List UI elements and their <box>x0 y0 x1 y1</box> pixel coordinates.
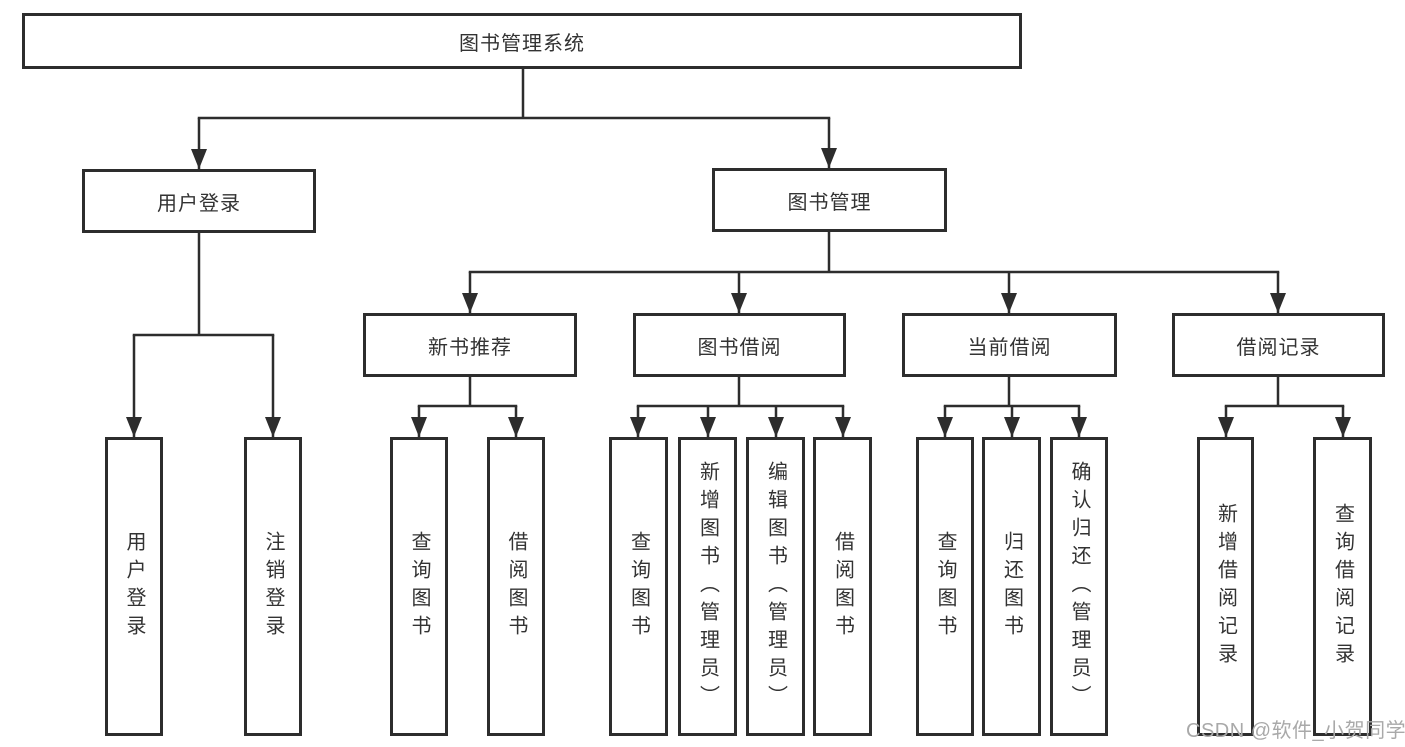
leaf-label: 查询图书 <box>627 530 650 643</box>
leaf-label: 借阅图书 <box>505 530 527 643</box>
node-new-book-recommend: 新书推荐 <box>363 313 577 377</box>
leaf-label: 新增图书（管理员） <box>696 460 719 713</box>
leaf-label: 编辑图书（管理员） <box>764 460 787 713</box>
leaf-label: 查询借阅记录 <box>1331 502 1354 671</box>
leaf-borrow-query-books: 查询图书 <box>609 437 668 736</box>
leaf-newbook-borrow-books: 借阅图书 <box>487 437 545 736</box>
leaf-current-return-books: 归还图书 <box>982 437 1041 736</box>
leaf-current-confirm-return-admin: 确认归还（管理员） <box>1050 437 1108 736</box>
leaf-logout-login: 注销登录 <box>244 437 302 736</box>
leaf-label: 查询图书 <box>408 530 430 643</box>
node-user-login: 用户登录 <box>82 169 316 233</box>
leaf-borrow-edit-books-admin: 编辑图书（管理员） <box>746 437 805 736</box>
leaf-label: 新增借阅记录 <box>1214 502 1237 671</box>
node-library-system: 图书管理系统 <box>22 13 1022 69</box>
node-book-management: 图书管理 <box>712 168 947 232</box>
node-book-borrow: 图书借阅 <box>633 313 846 377</box>
leaf-label: 查询图书 <box>934 530 956 643</box>
leaf-label: 归还图书 <box>1000 530 1023 643</box>
leaf-user-login: 用户登录 <box>105 437 163 736</box>
leaf-label: 注销登录 <box>262 530 284 643</box>
node-current-borrow: 当前借阅 <box>902 313 1117 377</box>
csdn-watermark: CSDN @软件_小贺同学 <box>1186 720 1405 742</box>
leaf-borrow-borrow-books: 借阅图书 <box>813 437 872 736</box>
node-borrow-records: 借阅记录 <box>1172 313 1385 377</box>
leaf-borrow-add-books-admin: 新增图书（管理员） <box>678 437 737 736</box>
leaf-records-query-record: 查询借阅记录 <box>1313 437 1372 736</box>
leaf-current-query-books: 查询图书 <box>916 437 974 736</box>
leaf-label: 确认归还（管理员） <box>1068 460 1090 713</box>
leaf-newbook-query-books: 查询图书 <box>390 437 448 736</box>
leaf-label: 借阅图书 <box>831 530 854 643</box>
leaf-records-add-record: 新增借阅记录 <box>1197 437 1254 736</box>
leaf-label: 用户登录 <box>123 530 145 643</box>
